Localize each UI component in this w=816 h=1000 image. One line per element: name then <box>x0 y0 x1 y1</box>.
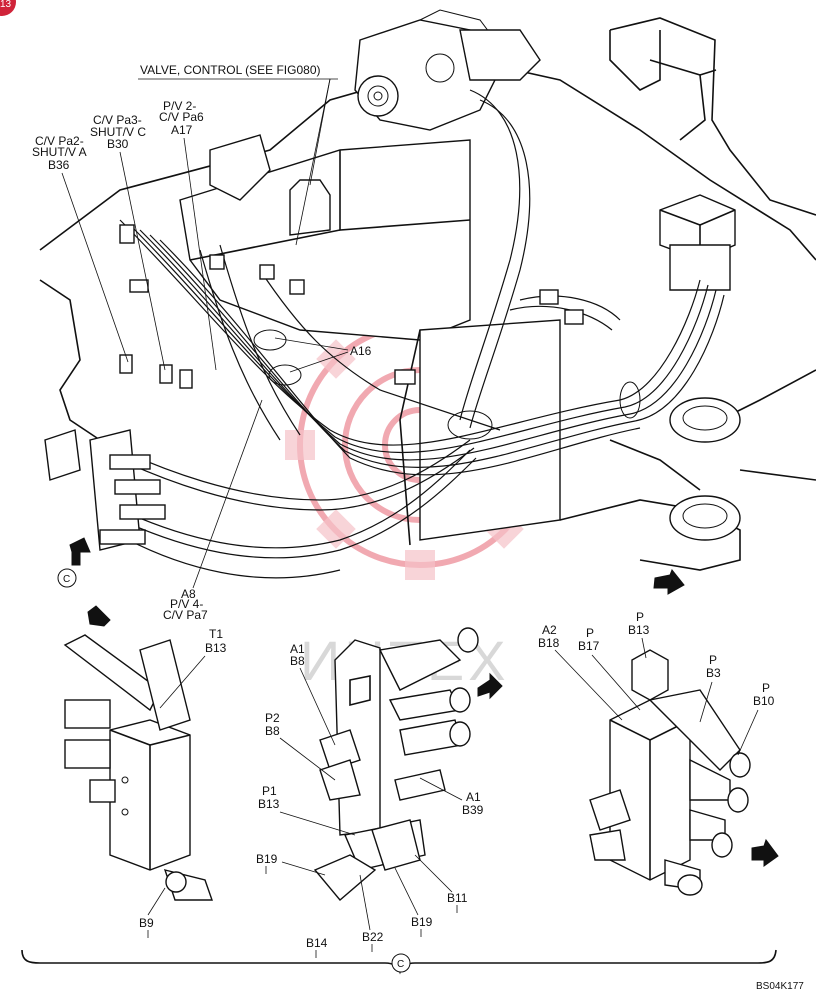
label-pv2: P/V 2- C/V Pa6 A17 <box>159 99 217 371</box>
view-c-bracket-marker: C <box>397 959 404 970</box>
label-cv-pa3: C/V Pa3- SHUT/V C B30 <box>90 113 166 371</box>
label-a1-b39: A1 B39 <box>419 777 484 817</box>
svg-text:B39: B39 <box>462 803 484 817</box>
label-b22: B22 <box>359 874 384 952</box>
svg-text:B17: B17 <box>578 639 600 653</box>
pump-motor <box>354 9 541 131</box>
svg-text:B19: B19 <box>256 852 278 866</box>
svg-text:P2: P2 <box>265 711 280 725</box>
page-marker-text: 13 <box>0 0 12 10</box>
label-p-b13: P B13 <box>628 610 650 659</box>
upper-fittings <box>119 224 584 389</box>
svg-text:B11: B11 <box>447 891 468 905</box>
svg-text:C/V Pa7: C/V Pa7 <box>163 608 208 622</box>
svg-text:B30: B30 <box>107 137 129 151</box>
svg-text:C/V Pa6: C/V Pa6 <box>159 110 204 124</box>
label-p-b3: P B3 <box>699 653 721 723</box>
figure-code: BS04K177 <box>756 981 804 992</box>
svg-text:P: P <box>636 610 644 624</box>
svg-text:A2: A2 <box>542 623 557 637</box>
control-valve-callout: VALVE, CONTROL (SEE FIG080) <box>140 63 321 77</box>
label-p-b10: P B10 <box>737 681 775 756</box>
svg-text:SHUT/V C: SHUT/V C <box>90 125 146 139</box>
flow-arrow-icon <box>653 569 685 595</box>
svg-text:B19: B19 <box>411 915 433 929</box>
detail-bracket: C <box>21 949 777 975</box>
svg-text:P: P <box>586 626 594 640</box>
svg-text:B36: B36 <box>48 158 70 172</box>
svg-text:B13: B13 <box>205 641 227 655</box>
swing-port-rings <box>669 397 741 541</box>
label-a16: A16 <box>274 337 372 373</box>
center-detail-view: A1 B8 P2 B8 P1 B13 A1 B39 B19 B11 <box>256 627 503 958</box>
flow-arrow-icon <box>69 537 91 566</box>
flow-arrow-icon <box>477 672 503 700</box>
svg-text:P/V 4-: P/V 4- <box>170 597 203 611</box>
svg-text:P: P <box>709 653 717 667</box>
svg-text:SHUT/V A: SHUT/V A <box>32 145 87 159</box>
label-cv-pa2: C/V Pa2- SHUT/V A B36 <box>32 134 129 363</box>
svg-text:B8: B8 <box>265 724 280 738</box>
svg-text:P/V 2-: P/V 2- <box>163 99 196 113</box>
svg-text:B9: B9 <box>139 916 154 930</box>
page-marker: 13 <box>0 0 16 16</box>
view-c-marker: C <box>57 568 77 588</box>
svg-text:C/V Pa3-: C/V Pa3- <box>93 113 142 127</box>
electrical-connector-box <box>659 194 736 291</box>
svg-text:A16: A16 <box>350 344 372 358</box>
label-a2-b18: A2 B18 <box>538 623 623 721</box>
label-b19b: B19 <box>394 867 433 937</box>
label-a1-b8: A1 B8 <box>290 642 336 746</box>
main-assembly: C <box>39 9 816 595</box>
svg-text:A1: A1 <box>290 642 305 656</box>
flow-arrow-icon <box>751 838 779 867</box>
svg-text:A17: A17 <box>171 123 193 137</box>
svg-text:B13: B13 <box>628 623 650 637</box>
svg-text:B8: B8 <box>290 654 305 668</box>
svg-text:B18: B18 <box>538 636 560 650</box>
svg-text:A8: A8 <box>181 587 196 601</box>
flow-arrow-icon <box>87 605 111 627</box>
svg-text:T1: T1 <box>209 627 223 641</box>
svg-text:C/V Pa2-: C/V Pa2- <box>35 134 84 148</box>
label-b9: B9 <box>139 887 166 938</box>
label-b14: B14 <box>306 936 328 958</box>
hose-bundle <box>99 89 725 579</box>
label-pv4: A8 P/V 4- C/V Pa7 <box>163 399 263 622</box>
label-b19a: B19 <box>256 852 326 876</box>
svg-text:B13: B13 <box>258 797 280 811</box>
label-t1: T1 B13 <box>159 627 227 709</box>
left-detail-view: T1 B13 B9 <box>63 605 227 938</box>
svg-text:B14: B14 <box>306 936 328 950</box>
label-p2-b8: P2 B8 <box>265 711 336 781</box>
svg-text:P: P <box>762 681 770 695</box>
svg-text:P1: P1 <box>262 784 277 798</box>
main-labels: VALVE, CONTROL (SEE FIG080) C/V Pa2- SHU… <box>32 63 372 622</box>
label-p1-b13: P1 B13 <box>258 784 356 836</box>
svg-text:B10: B10 <box>753 694 775 708</box>
svg-text:A1: A1 <box>466 790 481 804</box>
svg-text:B3: B3 <box>706 666 721 680</box>
left-fitting-block <box>44 429 166 551</box>
label-b11: B11 <box>414 854 468 913</box>
label-p-b17: P B17 <box>578 626 641 711</box>
svg-text:B22: B22 <box>362 930 384 944</box>
view-c-marker-text: C <box>63 574 70 585</box>
right-detail-view: A2 B18 P B17 P B13 P B3 P B10 <box>538 610 779 896</box>
